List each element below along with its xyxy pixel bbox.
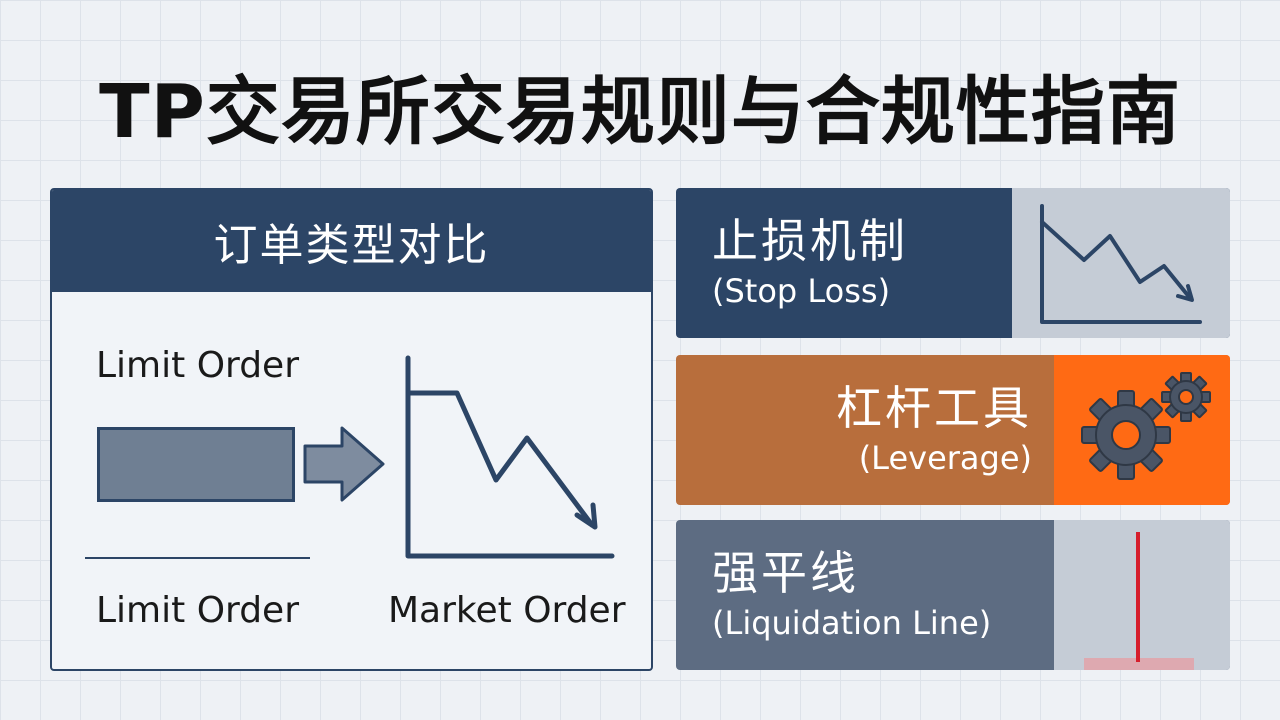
stop-loss-title: 止损机制 bbox=[712, 214, 908, 269]
liquidation-title: 强平线 bbox=[712, 546, 859, 601]
order-diagram-graphics bbox=[303, 355, 615, 559]
market-order-label: Market Order bbox=[388, 590, 626, 631]
page-title: TP交易所交易规则与合规性指南 bbox=[99, 69, 1181, 155]
stop-loss-visual bbox=[1012, 188, 1230, 338]
liquidation-text: 强平线 (Liquidation Line) bbox=[712, 520, 1057, 670]
limit-order-label-top: Limit Order bbox=[96, 345, 299, 386]
leverage-title: 杠杆工具 bbox=[836, 381, 1032, 436]
leverage-card: 杠杆工具 (Leverage) bbox=[676, 355, 1230, 505]
liquidation-visual bbox=[1054, 520, 1230, 670]
leverage-text: 杠杆工具 (Leverage) bbox=[676, 355, 1054, 505]
limit-order-box bbox=[97, 427, 295, 502]
gears-icon bbox=[1081, 372, 1211, 480]
stop-loss-card: 止损机制 (Stop Loss) bbox=[676, 188, 1230, 338]
liquidation-subtitle: (Liquidation Line) bbox=[712, 603, 992, 642]
right-arrow-icon bbox=[303, 426, 385, 502]
divider-line bbox=[85, 557, 310, 559]
liquidation-line-icon bbox=[1136, 532, 1140, 662]
leverage-visual bbox=[1054, 355, 1230, 505]
order-type-header: 订单类型对比 bbox=[52, 190, 651, 292]
declining-chart-icon bbox=[1040, 204, 1202, 324]
order-type-panel: 订单类型对比 Limit Order Limit Order Market Or… bbox=[50, 188, 653, 671]
stop-loss-text: 止损机制 (Stop Loss) bbox=[712, 188, 1012, 338]
liquidation-card: 强平线 (Liquidation Line) bbox=[676, 520, 1230, 670]
descending-line-chart-icon bbox=[405, 355, 615, 559]
liquidation-glow bbox=[1084, 658, 1194, 670]
limit-order-label-bottom: Limit Order bbox=[96, 590, 299, 631]
stop-loss-subtitle: (Stop Loss) bbox=[712, 271, 891, 310]
leverage-subtitle: (Leverage) bbox=[858, 438, 1032, 477]
